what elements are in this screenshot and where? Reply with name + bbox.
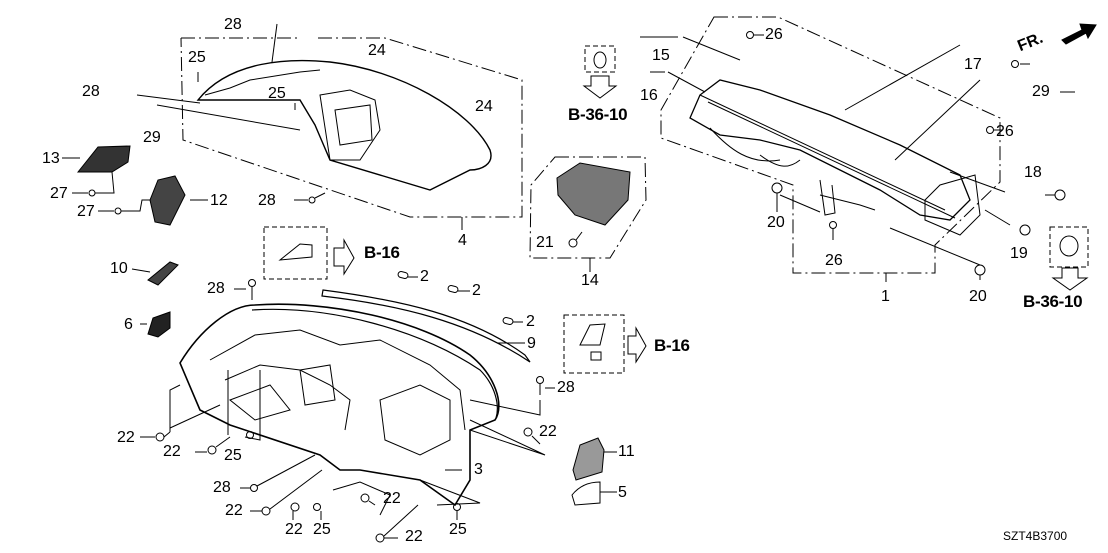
callout-25: 25: [449, 521, 467, 538]
callout-20: 20: [767, 214, 785, 231]
callout-10: 10: [110, 260, 128, 277]
group-box-4: [180, 37, 523, 218]
callout-29: 29: [143, 129, 161, 146]
arrow-b16-top: [333, 238, 355, 276]
callout-1: 1: [881, 288, 890, 305]
callout-28: 28: [213, 479, 231, 496]
callout-13: 13: [42, 150, 60, 167]
dashboard-part-3: [179, 303, 500, 507]
callout-2: 2: [526, 313, 535, 330]
callout-12: 12: [210, 192, 228, 209]
group-box-1: [660, 16, 1001, 274]
callout-9: 9: [527, 335, 536, 352]
ref-box-b16-top: [263, 226, 328, 280]
callout-6: 6: [124, 316, 133, 333]
vent-part-12: [149, 175, 186, 226]
callout-3: 3: [474, 461, 483, 478]
trim-part-5: [571, 481, 601, 506]
reference-link-b16[interactable]: B-16: [364, 243, 400, 262]
callout-26: 26: [825, 252, 843, 269]
callout-20: 20: [969, 288, 987, 305]
callout-22: 22: [405, 528, 423, 545]
callout-24: 24: [368, 42, 386, 59]
reference-link-b36-10[interactable]: B-36-10: [1023, 292, 1083, 311]
callout-27: 27: [50, 185, 68, 202]
callout-22: 22: [163, 443, 181, 460]
arrow-b36-10-right: [1051, 267, 1089, 291]
vent-part-6: [147, 311, 171, 338]
group-box-14: [529, 156, 647, 259]
callout-4: 4: [458, 232, 467, 249]
callout-25: 25: [188, 49, 206, 66]
callout-26: 26: [765, 26, 783, 43]
callout-28: 28: [82, 83, 100, 100]
callout-14: 14: [581, 272, 599, 289]
arrow-b36-10-left: [582, 75, 618, 99]
airbag-part-14: [556, 162, 631, 226]
callout-16: 16: [640, 87, 658, 104]
trim-part-10: [147, 261, 179, 286]
ref-box-b36-10-left: [584, 45, 616, 73]
callout-22: 22: [285, 521, 303, 538]
reference-link-b16[interactable]: B-16: [654, 336, 690, 355]
callout-21: 21: [536, 234, 554, 251]
callout-2: 2: [420, 268, 429, 285]
callout-25: 25: [313, 521, 331, 538]
reference-link-b36-10[interactable]: B-36-10: [568, 105, 628, 124]
callout-19: 19: [1010, 245, 1028, 262]
callout-2: 2: [472, 282, 481, 299]
hanger-beam-part-1: [689, 79, 971, 221]
callout-27: 27: [77, 203, 95, 220]
callout-18: 18: [1024, 164, 1042, 181]
callout-25: 25: [268, 85, 286, 102]
callout-5: 5: [618, 484, 627, 501]
callout-11: 11: [618, 443, 635, 460]
callout-22: 22: [117, 429, 135, 446]
strip-part-9: [321, 289, 531, 363]
callout-25: 25: [224, 447, 242, 464]
ref-box-b16-mid: [563, 314, 625, 374]
callout-22: 22: [539, 423, 557, 440]
callout-29: 29: [1032, 83, 1050, 100]
vent-part-11: [572, 437, 605, 481]
callout-15: 15: [652, 47, 670, 64]
ref-box-b36-10-right: [1049, 226, 1089, 268]
arrow-b16-mid: [627, 326, 647, 364]
callout-26: 26: [996, 123, 1014, 140]
callout-17: 17: [964, 56, 982, 73]
callout-28: 28: [207, 280, 225, 297]
callout-24: 24: [475, 98, 493, 115]
callout-22: 22: [383, 490, 401, 507]
diagram-code: SZT4B3700: [1003, 529, 1068, 543]
vent-part-13: [76, 145, 131, 173]
callout-28: 28: [557, 379, 575, 396]
front-direction-arrow: [1061, 23, 1097, 45]
callout-28: 28: [258, 192, 276, 209]
callout-28: 28: [224, 16, 242, 33]
upper-cover-part-4: [196, 59, 492, 191]
callout-22: 22: [225, 502, 243, 519]
